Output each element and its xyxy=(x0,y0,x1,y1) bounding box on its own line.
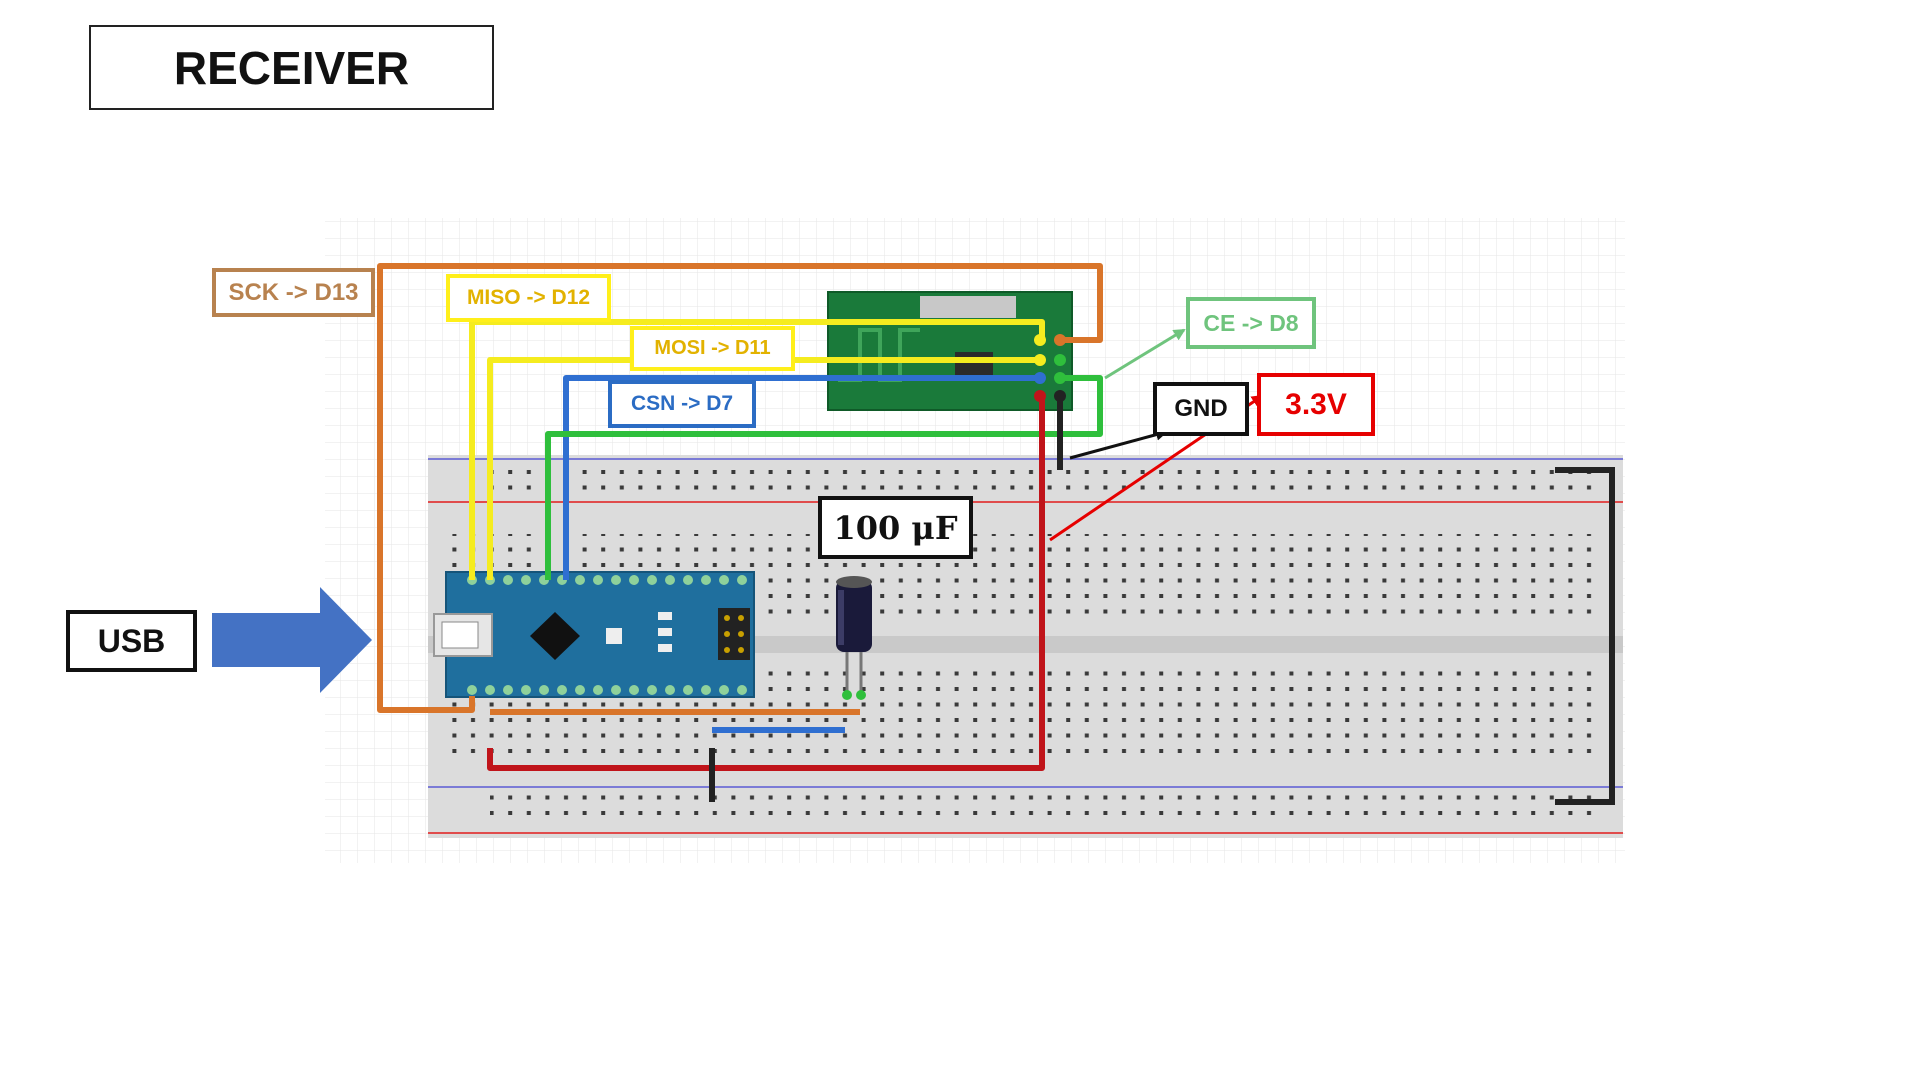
usb-arrow xyxy=(212,587,372,693)
capacitor-label: 100 μF xyxy=(818,496,973,559)
arduino-nano xyxy=(433,571,755,698)
wires xyxy=(377,263,1103,802)
breadboard xyxy=(428,455,1623,838)
ground-jumper-right xyxy=(1555,467,1615,805)
wire-csn xyxy=(563,375,1040,580)
electrolytic-capacitor xyxy=(836,576,872,700)
gnd-label: GND xyxy=(1153,382,1249,436)
wire-mosi xyxy=(487,357,1040,580)
wire-miso xyxy=(469,319,1045,580)
wire-sck xyxy=(377,263,1103,713)
sck-label: SCK -> D13 xyxy=(212,268,375,317)
page-title: RECEIVER xyxy=(89,25,494,110)
ce-label: CE -> D8 xyxy=(1186,297,1316,349)
radio-module xyxy=(827,291,1073,411)
v33-label: 3.3V xyxy=(1257,373,1375,436)
ce-callout-arrow xyxy=(1104,328,1186,380)
gnd-callout-arrow xyxy=(1069,428,1168,460)
wire-ce xyxy=(545,375,1103,580)
mosi-label: MOSI -> D11 xyxy=(630,326,795,371)
usb-label: USB xyxy=(66,610,197,672)
miso-label: MISO -> D12 xyxy=(446,274,611,322)
csn-label: CSN -> D7 xyxy=(608,380,756,428)
wire-3v3 xyxy=(487,396,1045,771)
